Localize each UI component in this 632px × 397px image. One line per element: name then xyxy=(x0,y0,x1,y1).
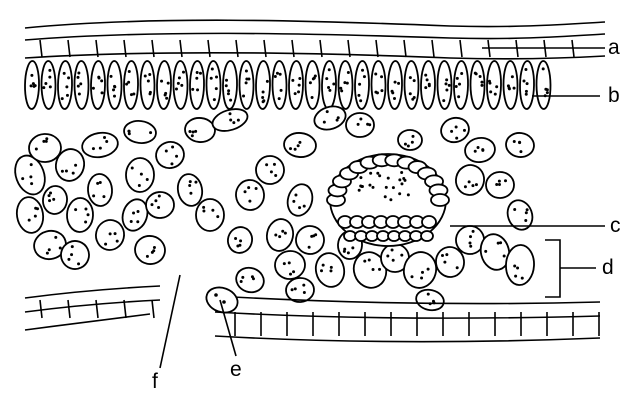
spongy-cell xyxy=(398,130,423,151)
palisade-cell xyxy=(206,61,220,109)
palisade-cell xyxy=(322,61,337,109)
palisade-cell xyxy=(74,61,88,109)
spongy-cell xyxy=(225,224,256,256)
palisade-cell xyxy=(437,61,451,109)
label-f: f xyxy=(152,371,158,392)
spongy-cell xyxy=(196,199,224,231)
spongy-cell xyxy=(453,162,487,198)
palisade-cell xyxy=(454,61,469,109)
upper-epidermis xyxy=(25,20,605,59)
spongy-cell xyxy=(93,217,127,253)
spongy-cell xyxy=(41,184,69,215)
vascular-bundle xyxy=(327,154,449,246)
spongy-cell xyxy=(284,181,316,218)
palisade-cell xyxy=(421,61,436,109)
spongy-cell xyxy=(264,217,296,253)
spongy-cell xyxy=(273,249,306,280)
spongy-cell xyxy=(463,136,496,164)
palisade-cell xyxy=(289,61,304,109)
spongy-cell xyxy=(414,287,446,313)
palisade-cell xyxy=(140,61,154,109)
spongy-cell xyxy=(80,130,120,160)
palisade-cell xyxy=(58,61,73,109)
spongy-cell xyxy=(283,132,317,159)
spongy-cell xyxy=(66,198,93,233)
spongy-cell xyxy=(504,131,535,159)
label-c: c xyxy=(610,215,621,236)
palisade-cell xyxy=(190,61,205,109)
leader-line-f xyxy=(160,275,180,368)
palisade-cell xyxy=(124,61,139,109)
spongy-cell xyxy=(123,119,157,145)
spongy-cell xyxy=(233,264,267,296)
palisade-cell xyxy=(404,61,418,109)
palisade-cell xyxy=(470,61,484,109)
guard-cell xyxy=(203,283,241,316)
palisade-cell xyxy=(355,61,370,109)
spongy-cell xyxy=(346,113,374,137)
palisade-cell xyxy=(239,61,253,109)
palisade-cell xyxy=(91,61,106,109)
spongy-cell xyxy=(210,105,250,135)
palisade-cell xyxy=(107,61,121,109)
spongy-cell xyxy=(235,179,266,212)
palisade-cell xyxy=(157,61,172,109)
palisade-cell xyxy=(388,61,403,109)
spongy-mesophyll xyxy=(10,103,536,313)
label-b: b xyxy=(608,85,620,106)
label-d: d xyxy=(602,257,614,278)
label-e: e xyxy=(230,359,242,380)
palisade-cell xyxy=(371,61,385,109)
palisade-cell xyxy=(223,61,238,109)
palisade-cell xyxy=(520,61,535,109)
palisade-cell xyxy=(503,61,517,109)
spongy-cell xyxy=(153,139,187,172)
palisade-layer xyxy=(25,61,551,109)
spongy-cell xyxy=(126,158,155,192)
palisade-cell xyxy=(25,61,40,109)
spongy-cell xyxy=(253,153,286,186)
spongy-cell xyxy=(438,115,471,145)
palisade-cell xyxy=(272,61,286,109)
label-a: a xyxy=(608,37,620,58)
spongy-cell xyxy=(14,195,45,235)
palisade-cell xyxy=(536,61,550,109)
bracket-d xyxy=(545,240,596,297)
spongy-cell xyxy=(184,116,216,143)
palisade-cell xyxy=(173,61,187,109)
palisade-cell xyxy=(487,61,502,109)
spongy-cell xyxy=(485,171,514,198)
palisade-cell xyxy=(305,61,319,109)
spongy-cell xyxy=(87,173,113,207)
palisade-cell xyxy=(256,61,271,109)
spongy-cell xyxy=(294,224,326,256)
spongy-cell xyxy=(145,191,175,219)
spongy-cell xyxy=(132,233,167,267)
palisade-cell xyxy=(41,61,55,109)
palisade-cell xyxy=(338,61,352,109)
spongy-cell xyxy=(504,197,537,233)
